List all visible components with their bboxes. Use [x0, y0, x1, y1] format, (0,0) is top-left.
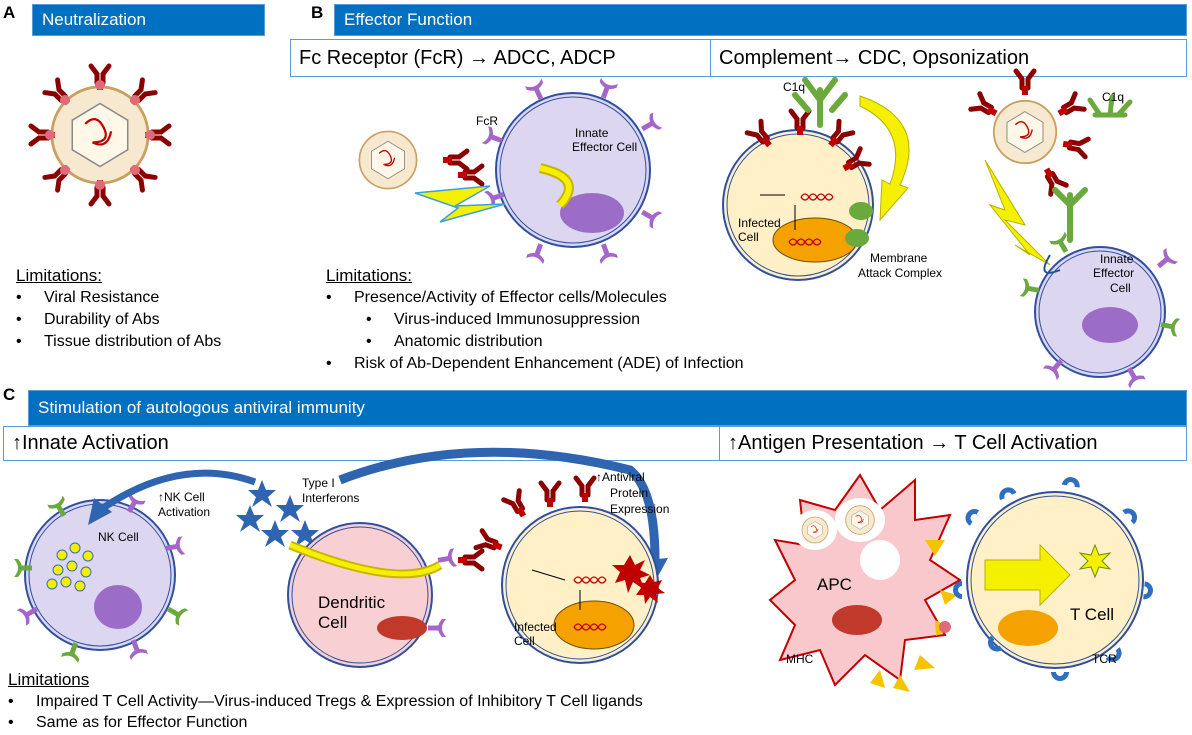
innate-effector-label-2: Effector Cell	[572, 140, 638, 154]
infected-cell-label-2: Cell	[738, 230, 759, 244]
complement-header: Complement→ CDC, Opsonization	[710, 39, 1187, 77]
limitation-item: Durability of Abs	[16, 311, 221, 329]
panel-c-limitations-title: Limitations	[8, 670, 90, 689]
c1q-label-right: C1q	[1102, 90, 1125, 104]
complement-cdc-illustration	[722, 77, 910, 281]
innate-effector-right-2: Effector	[1093, 266, 1135, 280]
panel-c-letter: C	[3, 385, 16, 404]
interferons-label-2: Interferons	[302, 491, 360, 505]
antigen-presentation-illustration	[768, 473, 1154, 692]
opsonization-illustration	[971, 71, 1181, 389]
limitation-item: Tissue distribution of Abs	[16, 333, 221, 351]
fcr-label: FcR	[476, 114, 498, 128]
c1q-label-left: C1q	[783, 80, 806, 94]
panel-b-letter: B	[311, 3, 324, 22]
fc-receptor-header: Fc Receptor (FcR) → ADCC, ADCP	[290, 39, 711, 77]
mac-label-1: Membrane	[870, 251, 928, 265]
infected-cell-label-1: Infected	[738, 216, 781, 230]
limitation-item: Viral Resistance	[16, 289, 221, 307]
panel-b-limitations-title: Limitations:	[326, 266, 412, 285]
panel-b-title: Effector Function	[334, 4, 1187, 36]
nk-activation-label-2: Activation	[158, 505, 211, 519]
dendritic-label-1: Dendritic	[318, 593, 386, 612]
mac-label-2: Attack Complex	[858, 266, 943, 280]
panel-a-limitations: Limitations: Viral Resistance Durability…	[16, 266, 221, 351]
tcr-label: TCR	[1092, 652, 1117, 666]
apc-label: APC	[817, 575, 852, 594]
antiviral-label-2: Protein	[610, 486, 649, 500]
antiviral-label-3: Expression	[610, 502, 670, 516]
antigen-presentation-header: ↑Antigen Presentation → T Cell Activatio…	[719, 426, 1187, 461]
limitation-item: Presence/Activity of Effector cells/Mole…	[326, 289, 744, 307]
dendritic-label-2: Cell	[318, 613, 348, 632]
mhc-label: MHC	[786, 652, 814, 666]
nk-cell-label: NK Cell	[98, 530, 139, 544]
fc-adcc-illustration	[358, 77, 663, 265]
panel-a-letter: A	[3, 3, 16, 22]
panel-a-title: Neutralization	[32, 4, 265, 36]
panel-c-title: Stimulation of autologous antiviral immu…	[28, 390, 1187, 426]
panel-b-limitations: Limitations: Presence/Activity of Effect…	[326, 266, 744, 373]
innate-effector-right-3: Cell	[1110, 281, 1131, 295]
limitation-item: Same as for Effector Function	[8, 714, 643, 732]
nk-activation-label-1: ↑NK Cell	[158, 490, 205, 504]
panel-c-limitations: Limitations Impaired T Cell Activity—Vir…	[8, 670, 643, 732]
limitation-subitem: Virus-induced Immunosuppression	[326, 311, 744, 329]
limitation-item: Risk of Ab-Dependent Enhancement (ADE) o…	[326, 355, 744, 373]
innate-activation-illustration	[14, 447, 668, 668]
innate-activation-header: ↑Innate Activation	[3, 426, 720, 461]
neutralized-virus	[31, 66, 169, 204]
limitation-item: Impaired T Cell Activity—Virus-induced T…	[8, 693, 643, 711]
interferons-label-1: Type I	[302, 476, 335, 490]
panel-a-limitations-title: Limitations:	[16, 266, 102, 285]
antiviral-label-1: ↑Antiviral	[596, 470, 645, 484]
innate-effector-right-1: Innate	[1100, 252, 1134, 266]
tcell-label: T Cell	[1070, 605, 1115, 624]
infected-cell-c-label-2: Cell	[514, 634, 535, 648]
limitation-subitem: Anatomic distribution	[326, 333, 744, 351]
innate-effector-label-1: Innate	[575, 126, 609, 140]
infected-cell-c-label-1: Infected	[514, 620, 557, 634]
